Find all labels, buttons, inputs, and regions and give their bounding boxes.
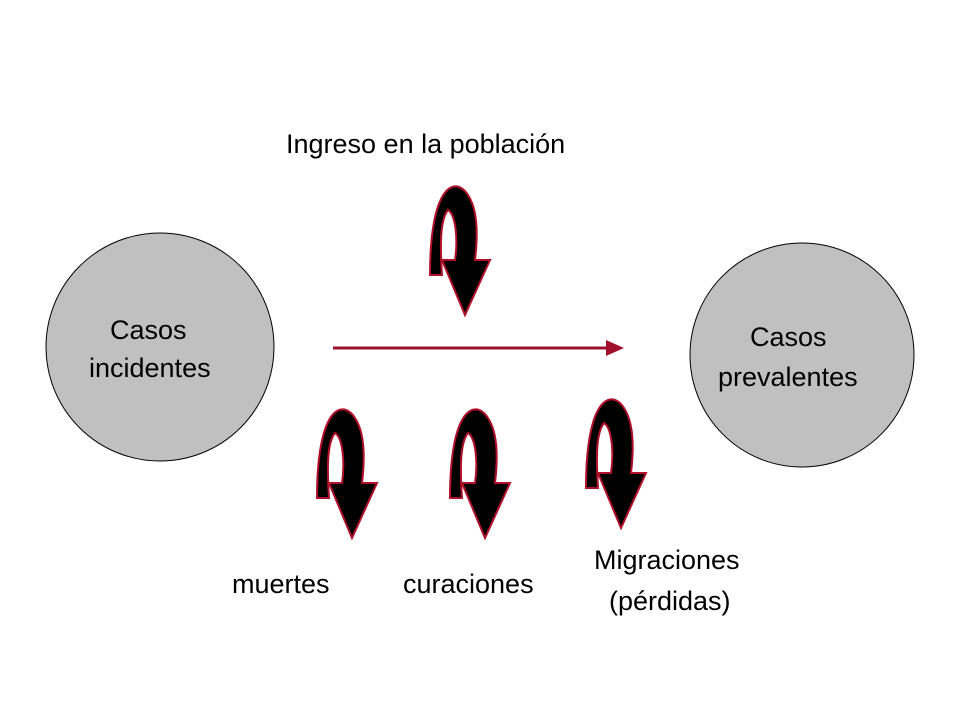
deaths-arrow-icon [316,408,378,539]
deaths-label: muertes [232,569,330,599]
prevalent-cases-circle [689,242,915,468]
incident-cases-circle [45,232,275,462]
population-entry-arrow-icon [429,185,491,317]
cures-arrow-icon [449,408,511,539]
migrations-label-line2: (pérdidas) [609,586,731,616]
migrations-arrow-icon [585,398,647,529]
incident-cases-label-line1: Casos [110,315,187,345]
migrations-label-line1: Migraciones [594,545,740,575]
cures-label: curaciones [403,569,534,599]
prevalent-cases-label-line1: Casos [750,322,827,352]
prevalent-cases-label-line2: prevalentes [718,362,858,392]
population-entry-label: Ingreso en la población [286,129,565,159]
incident-cases-label-line2: incidentes [89,353,211,383]
flow-arrow [333,340,624,356]
